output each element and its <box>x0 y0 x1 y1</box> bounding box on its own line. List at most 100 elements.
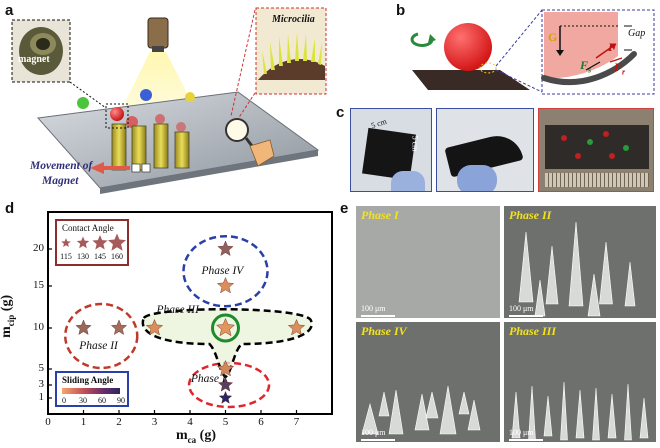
contact-angle-value: 145 <box>94 252 106 261</box>
movement-label-2: Magnet <box>42 175 79 187</box>
phase-label: Phase III <box>156 304 199 316</box>
force-Fr-label: Fr <box>614 60 625 76</box>
microcilia-spike <box>534 279 546 317</box>
panel-a-letter: a <box>5 2 14 19</box>
contact-angle-legend-star <box>92 235 108 250</box>
sliding-angle-colorbar <box>62 388 120 394</box>
rotate-arrow-icon <box>410 32 434 47</box>
sem-texture <box>518 221 636 317</box>
sem-image: Phase IV 100 μm <box>356 322 500 442</box>
dim-label-1: 5 cm <box>369 116 388 131</box>
blue-droplet <box>140 89 152 101</box>
x-tick-label: 2 <box>116 416 122 428</box>
force-F-label: F <box>608 40 617 54</box>
sem-scale-bar <box>509 439 543 441</box>
x-tick-label: 0 <box>45 416 51 428</box>
sem-image: Phase II 100 μm <box>504 206 656 318</box>
microcilia-spike <box>425 391 439 419</box>
x-axis-label-sub: ca <box>187 434 197 445</box>
microcilia-spike <box>639 397 649 439</box>
microcilia-spike <box>414 393 430 431</box>
x-tick-label: 6 <box>258 416 264 428</box>
data-point <box>218 390 233 404</box>
red-sphere <box>444 23 492 71</box>
panel-e-letter: e <box>340 200 349 217</box>
x-tick-label: 5 <box>222 416 229 428</box>
contact-angle-title: Contact Angle <box>62 223 114 233</box>
microcilia-spike <box>378 391 390 417</box>
data-point <box>217 240 234 256</box>
sem-texture <box>511 381 649 441</box>
x-tick-label: 1 <box>80 416 87 428</box>
data-point <box>145 318 164 336</box>
contact-angle-value: 130 <box>77 252 89 261</box>
microcilia-spike <box>518 231 534 303</box>
dim-label-2: 5 cm <box>410 135 420 152</box>
sem-phase-label: Phase II <box>509 208 552 222</box>
panel-c-letter: c <box>336 104 345 121</box>
force-Fs-label: Fs <box>580 58 591 74</box>
microcilia-spike <box>511 391 521 439</box>
film-photo-bent <box>436 108 534 192</box>
sem-texture <box>361 385 481 435</box>
sem-phase-label: Phase IV <box>361 324 407 338</box>
sliding-angle-tick: 30 <box>79 396 87 405</box>
microcilia-spike <box>467 399 481 431</box>
film-photo-flat: 5 cm 5 cm <box>350 108 432 192</box>
microcilia-spike <box>624 383 632 441</box>
substrate <box>412 70 530 90</box>
data-point <box>217 376 234 392</box>
y-tick-label: 1 <box>38 391 45 403</box>
microcilia-spike <box>388 389 404 435</box>
sem-scale-bar <box>361 315 395 317</box>
x-tick-label: 4 <box>187 416 193 428</box>
force-Fr-main: F <box>614 60 623 74</box>
contact-angle-legend-star <box>108 233 126 251</box>
data-point <box>216 276 235 294</box>
sliding-angle-tick: 60 <box>98 396 106 405</box>
force-Fs-main: F <box>580 58 589 72</box>
sem-phase-label: Phase III <box>509 324 557 338</box>
microcilia-spike <box>575 389 585 439</box>
x-axis-label: mca (g) <box>176 428 216 445</box>
phase-label: Phase IV <box>201 265 244 278</box>
optimal-point-highlight <box>211 313 240 343</box>
y-tick-label: 5 <box>38 362 45 374</box>
microcilia-spike <box>607 393 617 439</box>
contact-angle-value: 115 <box>60 252 72 261</box>
red-droplet <box>110 107 124 121</box>
data-point <box>110 319 128 335</box>
gap-label: Gap <box>628 28 646 39</box>
data-point <box>75 319 92 335</box>
sem-scale-bar <box>361 439 395 441</box>
phase-III-region <box>141 308 313 379</box>
y-tick-label: 10 <box>33 321 44 333</box>
contact-angle-value: 160 <box>111 252 123 261</box>
sliding-angle-title: Sliding Angle <box>62 375 114 385</box>
y-axis-label-sub: cip <box>5 314 16 327</box>
phase-IV-region <box>182 234 269 308</box>
microcilia-spike <box>624 261 636 307</box>
microcilia-spike <box>458 391 470 415</box>
phase-II-region <box>64 302 139 370</box>
microcilia-spike <box>560 381 568 441</box>
microcilia-label: Microcilia <box>272 14 315 25</box>
magnet-label: magnet <box>18 54 50 65</box>
sem-scale-label: 100 μm <box>361 428 386 437</box>
data-point <box>287 318 306 336</box>
microcilia-spike <box>568 221 584 307</box>
sliding-angle-tick: 0 <box>62 396 66 405</box>
data-point <box>216 359 235 377</box>
y-axis-label-unit: (g) <box>0 294 15 315</box>
sem-scale-label: 100 μm <box>509 304 534 313</box>
y-axis-label-main: m <box>0 326 15 338</box>
y-tick-label: 20 <box>33 242 44 254</box>
sem-scale-bar <box>509 315 543 317</box>
phase-label: Phase II <box>79 340 118 352</box>
y-axis-label: mcip (g) <box>0 295 16 338</box>
droplets-on-film-photo <box>538 108 654 192</box>
magnifier-icon <box>225 118 249 142</box>
x-axis-label-unit: (g) <box>196 428 216 443</box>
